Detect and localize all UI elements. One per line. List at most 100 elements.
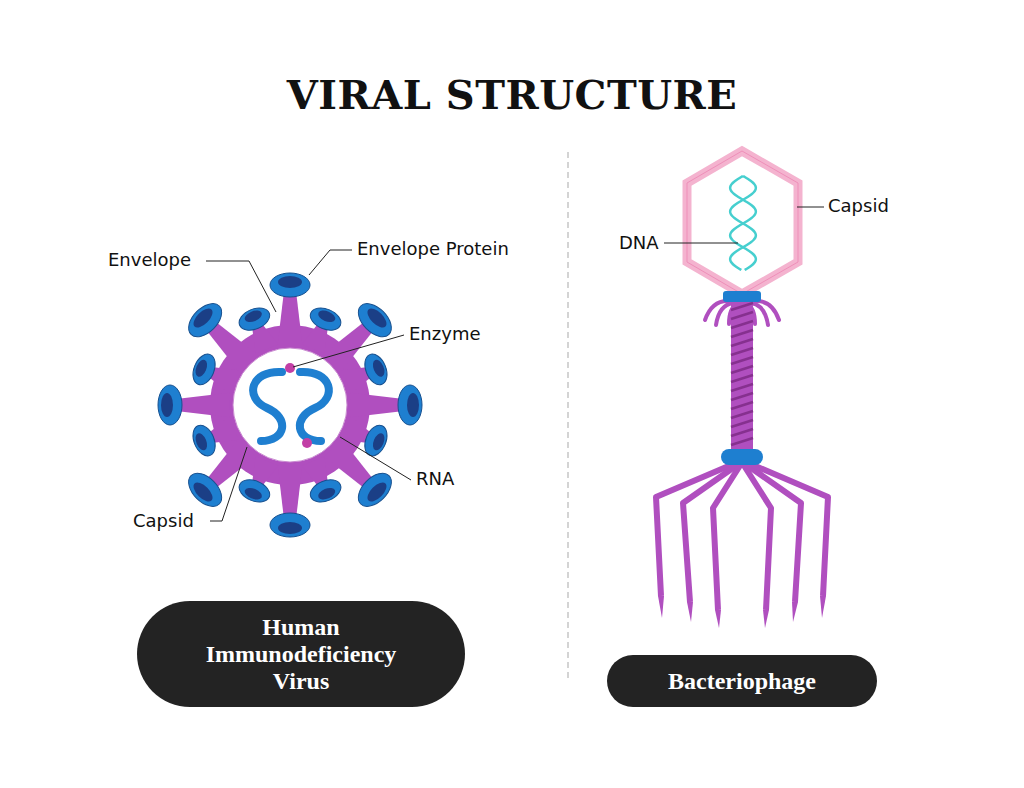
tail-fiber: [746, 462, 828, 596]
knob-opening: [193, 358, 209, 378]
node-texts: Human Immunodeficiency Virus: [196, 614, 406, 695]
phage-collar: [723, 291, 761, 302]
fiber-tip: [715, 610, 721, 628]
tail-fiber: [656, 462, 738, 596]
rna-strand: [300, 372, 329, 441]
leader-line: [664, 243, 738, 244]
sheath-ring: [731, 339, 753, 346]
envelope-protein-knob: [352, 467, 397, 512]
leader-line: [206, 261, 276, 312]
fiber-tip: [820, 596, 826, 618]
envelope-protein-knob: [270, 273, 310, 297]
sheath-ring: [731, 438, 753, 445]
sheath-ring: [731, 357, 753, 364]
knob-opening: [317, 486, 337, 502]
virus-name: Human Immunodeficiency Virus: [196, 614, 406, 695]
tail-fiber: [743, 464, 771, 610]
tail-fiber: [713, 464, 741, 610]
sheath-ring: [731, 330, 753, 337]
sheath-ring: [731, 348, 753, 355]
sheath-ring: [731, 312, 753, 319]
envelope-protein-knob: [352, 298, 397, 343]
sheath-ring: [731, 375, 753, 382]
sheath-ring: [731, 384, 753, 391]
part-label: Envelope Protein: [357, 238, 509, 260]
phage-capsid-head: [687, 151, 798, 294]
sheath-ring: [731, 366, 753, 373]
knob-opening: [190, 305, 215, 330]
sheath-ring: [731, 420, 753, 427]
virus-name: Bacteriophage: [617, 668, 867, 695]
part-label: Envelope: [108, 249, 191, 271]
knob-opening: [161, 393, 173, 417]
bacteriophage-body: [656, 151, 828, 628]
fiber-tip: [792, 602, 798, 622]
phage-capsid-edge: [687, 151, 798, 294]
knob-opening: [193, 432, 209, 452]
sheath-ring: [731, 402, 753, 409]
knob-opening: [371, 358, 387, 378]
divider-line: [567, 152, 568, 682]
envelope-protein-knob: [236, 304, 273, 335]
leader-line: [293, 335, 404, 367]
envelope-protein-knob: [361, 422, 392, 459]
virus-name-pill: Human Immunodeficiency Virus: [137, 601, 465, 707]
pill-shape: [607, 655, 877, 707]
pill-shape: [137, 601, 465, 707]
part-label: Capsid: [828, 195, 889, 217]
sheath-stripes: [731, 303, 753, 445]
knob-opening: [364, 305, 389, 330]
knob-opening: [278, 276, 302, 288]
sheath-ring: [731, 321, 753, 328]
hiv-virion: [158, 273, 422, 537]
part-label: DNA: [619, 232, 659, 254]
knob-opening: [190, 479, 215, 504]
viral-capsid: [233, 348, 347, 462]
fiber-tip: [658, 596, 664, 618]
part-label: RNA: [416, 468, 454, 490]
envelope-protein-knob: [270, 513, 310, 537]
enzyme-dot: [285, 363, 295, 373]
leader-line: [309, 250, 352, 275]
virus-name-pill: Bacteriophage: [607, 655, 877, 707]
sheath-ring: [731, 411, 753, 418]
dna-helix: [730, 176, 756, 270]
knob-opening: [371, 432, 387, 452]
sheath-ring: [731, 303, 753, 310]
knob-opening: [243, 486, 263, 502]
dna-strand: [730, 176, 756, 270]
knob-opening: [407, 393, 419, 417]
fiber-tip: [687, 602, 693, 622]
knob-opening: [243, 308, 263, 324]
envelope-protein-knob: [307, 476, 344, 507]
envelope-protein-knob: [158, 385, 182, 425]
tail-fibers: [656, 462, 828, 610]
knob-opening: [364, 479, 389, 504]
part-label: Capsid: [133, 510, 194, 532]
tail-sheath: [731, 302, 753, 452]
envelope-protein-knob: [189, 351, 220, 388]
node-texts: Bacteriophage: [617, 668, 867, 695]
envelope-protein-knob: [183, 467, 228, 512]
leader-line: [797, 207, 824, 208]
enzyme-dot: [302, 438, 312, 448]
sheath-ring: [731, 393, 753, 400]
dna-strand: [730, 176, 756, 270]
sheath-ring: [731, 429, 753, 436]
fiber-tips: [658, 596, 826, 628]
leader-lines: [206, 207, 824, 521]
envelope-protein-knob: [307, 304, 344, 335]
part-label: Enzyme: [409, 323, 481, 345]
baseplate: [721, 449, 763, 465]
knob-opening: [317, 308, 337, 324]
rna-strand: [253, 372, 282, 441]
envelope-protein-knob: [189, 422, 220, 459]
envelope-protein-knob: [398, 385, 422, 425]
envelope-protein-knob: [361, 351, 392, 388]
knob-opening: [278, 522, 302, 534]
envelope-protein-knob: [236, 476, 273, 507]
leader-line: [210, 447, 247, 521]
envelope-protein-knob: [183, 298, 228, 343]
